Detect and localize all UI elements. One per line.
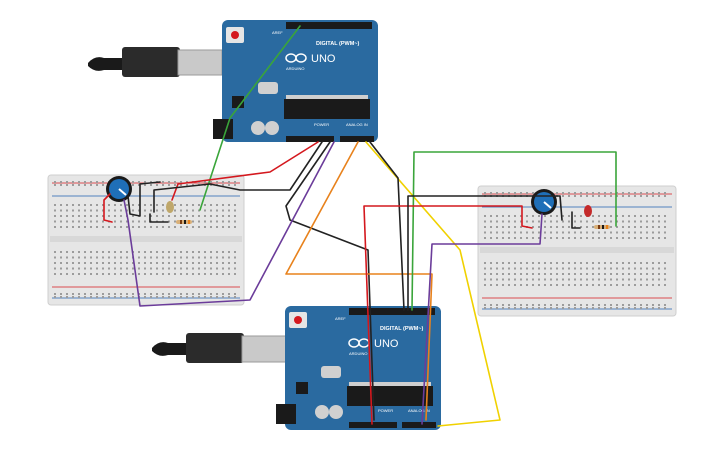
digital-label: DIGITAL (PWM~) [316, 41, 360, 47]
wire-purple-top[interactable] [123, 141, 335, 307]
power-header[interactable] [286, 136, 334, 142]
digital-header[interactable] [286, 22, 372, 29]
wire-red-left-local[interactable] [103, 193, 113, 223]
wire-black-top-1[interactable] [153, 141, 323, 213]
wire-black-top-2[interactable] [285, 141, 375, 421]
power-header[interactable] [349, 422, 397, 428]
model-label: UNO [374, 338, 399, 350]
brand-label: ARDUINO [349, 351, 367, 356]
digital-header[interactable] [349, 308, 435, 315]
wire-green-right[interactable] [411, 151, 617, 311]
power-jack [276, 404, 296, 424]
brand-label: ARDUINO [286, 66, 304, 71]
digital-label: DIGITAL (PWM~) [380, 326, 424, 332]
arduino-uno-bottom[interactable]: DIGITAL (PWM~) AREF UNO ARDUINO POWER AN… [152, 306, 441, 430]
wire-black-right-led[interactable] [571, 211, 581, 229]
power-label: POWER [378, 408, 393, 413]
wire-black-top-3[interactable] [369, 141, 405, 311]
arduino-logo [285, 53, 307, 63]
aref-label: AREF [335, 316, 346, 321]
resistor-right[interactable] [594, 225, 610, 229]
wire-black-right[interactable] [407, 195, 563, 311]
usb-cable-bottom [152, 333, 287, 363]
resistor-left[interactable] [176, 220, 192, 224]
wire-black-left-led[interactable] [149, 213, 169, 223]
wire-red-right[interactable] [363, 205, 533, 425]
model-label: UNO [311, 53, 336, 65]
breadboard-left[interactable] [47, 174, 245, 306]
led-left[interactable] [166, 201, 174, 213]
potentiometer-right[interactable] [531, 189, 557, 215]
power-jack [213, 119, 233, 139]
arduino-uno-top[interactable]: DIGITAL (PWM~) AREF UNO ARDUINO POWER AN… [88, 20, 378, 142]
analog-label: ANALOG IN [346, 122, 368, 127]
led-right[interactable] [584, 205, 592, 217]
breadboard-holes [54, 181, 236, 298]
wire-orange-top[interactable] [285, 141, 433, 421]
microcontroller-chip [347, 386, 433, 406]
analog-header[interactable] [402, 422, 436, 428]
usb-cable-top [88, 47, 223, 77]
wire-black-left-local[interactable] [127, 181, 161, 217]
analog-label: ANALOG IN [408, 408, 430, 413]
breadboard-right[interactable] [477, 185, 677, 317]
analog-header[interactable] [340, 136, 374, 142]
aref-label: AREF [272, 30, 283, 35]
wire-purple-right[interactable] [421, 213, 543, 425]
potentiometer-left[interactable] [106, 176, 132, 202]
wire-red-top[interactable] [171, 141, 319, 201]
breadboard-holes [484, 192, 666, 309]
microcontroller-chip [284, 99, 370, 119]
power-label: POWER [314, 122, 329, 127]
